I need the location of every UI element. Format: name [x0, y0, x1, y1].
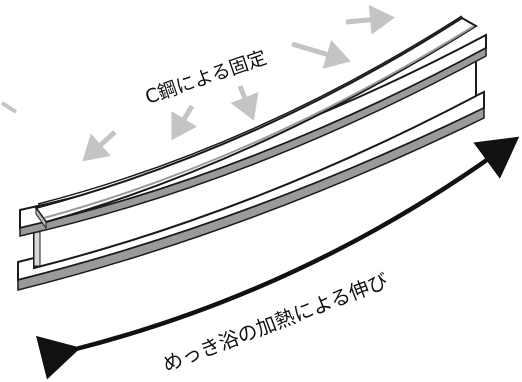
label-fixing: C鋼による固定 — [142, 47, 269, 109]
fixing-arrow-edge — [0, 101, 18, 114]
fixing-arrow-top-right — [345, 4, 395, 35]
fixing-arrow-right — [291, 39, 351, 69]
label-expansion: めっき浴の加熱による伸び — [159, 268, 391, 376]
fixing-arrow-mid-left — [171, 104, 198, 141]
fixing-arrow-mid — [230, 85, 259, 121]
fixing-arrow-left — [82, 130, 117, 162]
expansion-arrow — [35, 136, 520, 380]
